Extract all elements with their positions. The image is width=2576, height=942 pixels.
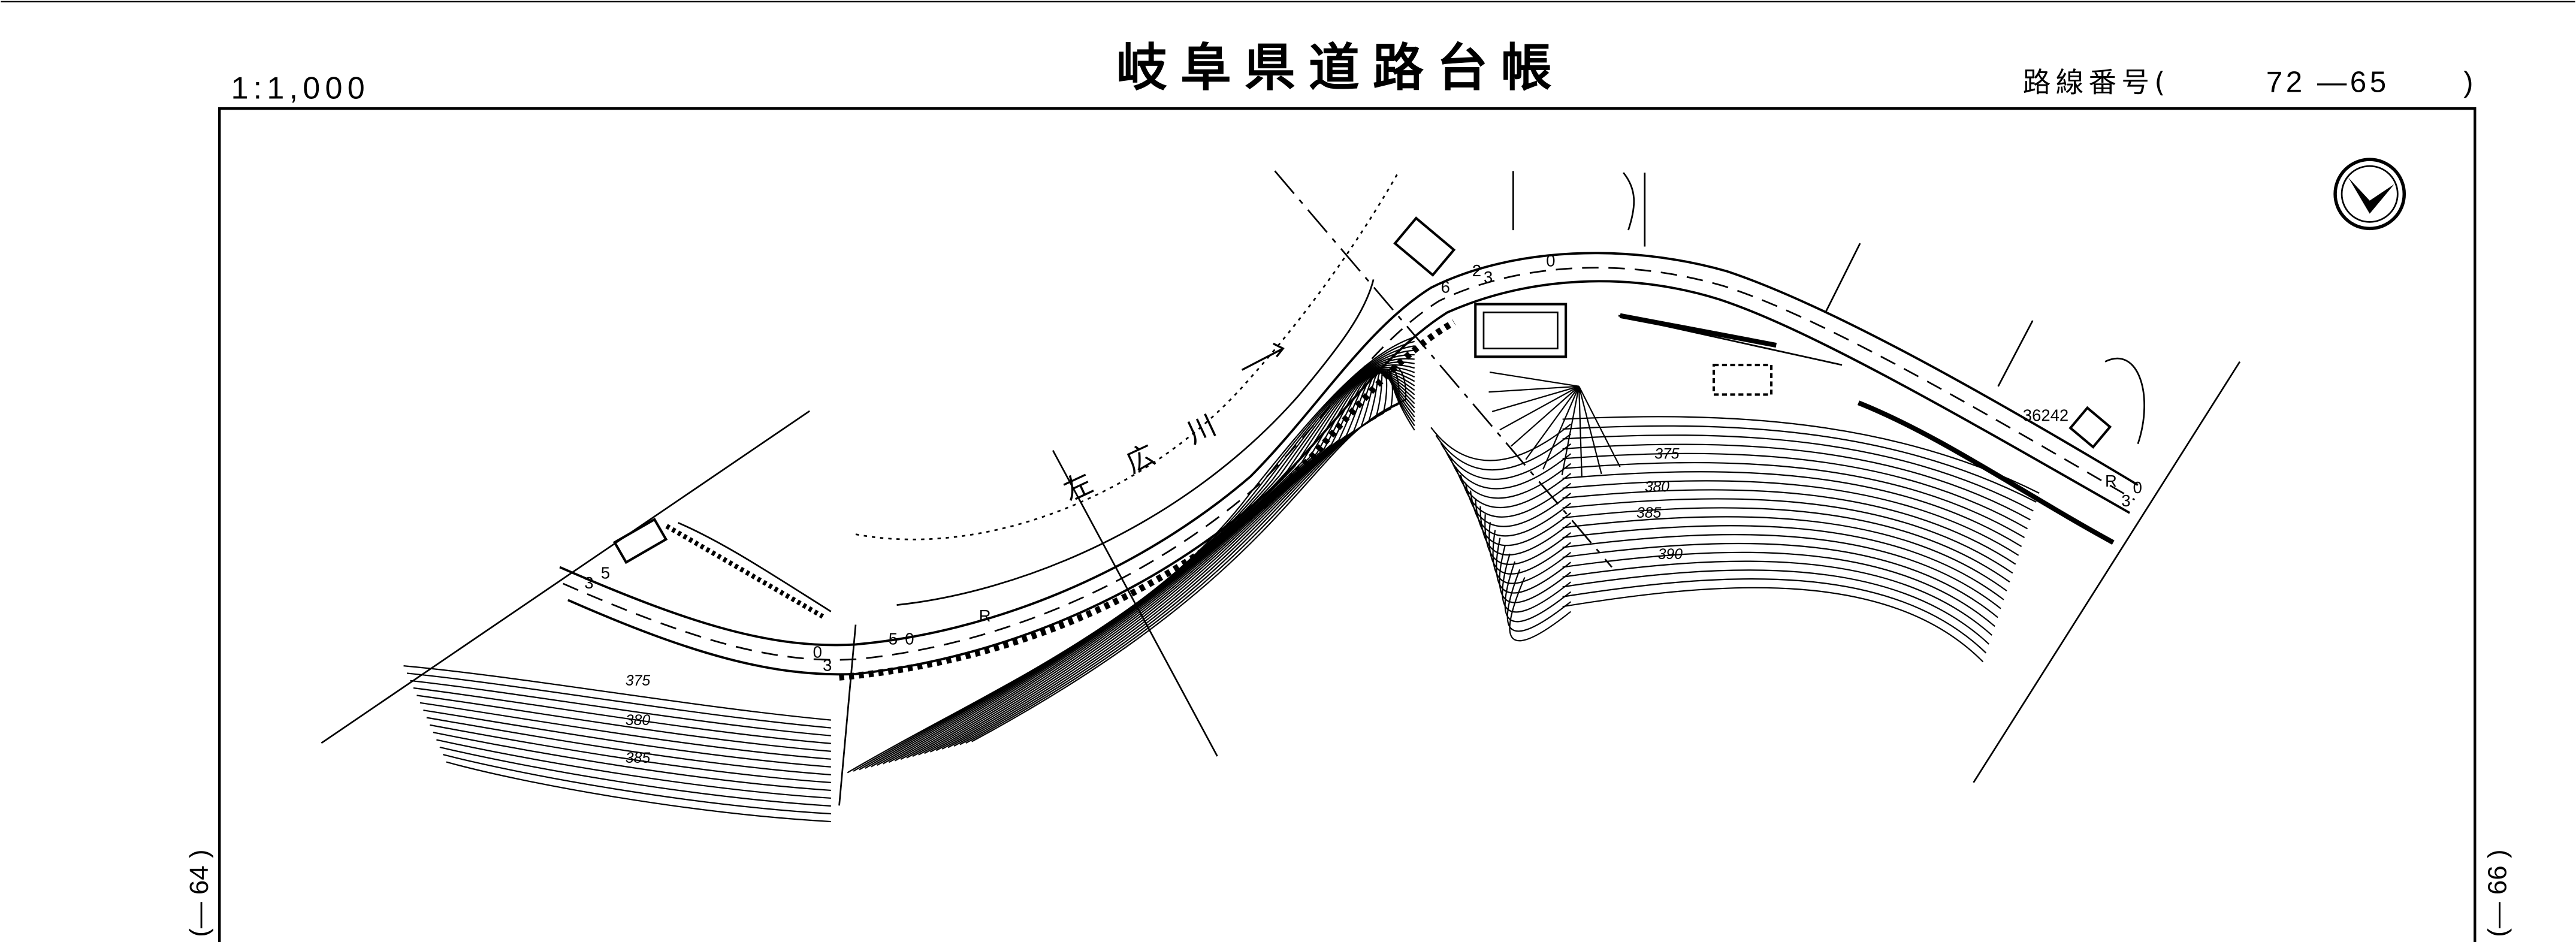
contour-label: 375 — [626, 673, 650, 689]
slope-hachure — [1578, 386, 1621, 467]
contour-line — [1502, 553, 1992, 636]
road-mark: 0 — [813, 642, 822, 661]
contour-line — [971, 366, 1415, 742]
slope-hachure — [1488, 385, 1580, 393]
benchmark-number: 36242 — [2023, 406, 2068, 424]
contour-line — [906, 370, 1415, 759]
contour-line — [419, 702, 831, 760]
contour-line — [853, 340, 1415, 772]
contour-line — [443, 754, 831, 815]
road-mark: R — [2105, 472, 2117, 490]
contour-line — [439, 746, 831, 807]
contour-line — [430, 724, 831, 783]
contour-label: 385 — [1636, 505, 1661, 521]
contour-line — [433, 732, 831, 792]
contour-line — [859, 345, 1415, 771]
map-frame — [218, 107, 2477, 942]
contour-line — [1499, 545, 1995, 627]
contour-line — [953, 370, 1415, 747]
section-boundaries — [321, 170, 2241, 806]
contour-line — [959, 369, 1415, 745]
contour-line — [947, 370, 1415, 748]
contour-line — [865, 349, 1415, 769]
slope-hachure — [1542, 386, 1580, 470]
contour-line — [900, 369, 1415, 760]
slope-hachure — [1525, 386, 1580, 460]
contour-line — [416, 695, 831, 752]
slope-fan — [1488, 372, 1621, 477]
slope-hachure — [1561, 386, 1580, 476]
contour-line — [941, 372, 1415, 750]
contour-label: 380 — [626, 712, 650, 729]
road-mark: 5 — [889, 629, 898, 648]
contour-line — [888, 364, 1415, 763]
contour-line — [1488, 522, 2004, 600]
route-number-label: 路線番号( — [2023, 67, 2170, 99]
slope-hachure — [1511, 385, 1580, 447]
adjacent-sheet-right: (— 66 ) — [2483, 849, 2512, 937]
road-mark: 3 — [584, 573, 593, 592]
contour-line — [1475, 498, 2013, 574]
contour-line — [1504, 561, 1990, 645]
contour-line — [1506, 569, 1987, 654]
road-mark: 6 — [1441, 277, 1450, 296]
road-mark: 5 — [601, 564, 610, 582]
road-mark: 0 — [1546, 251, 1555, 270]
adjacent-sheet-left: (— 64 ) — [185, 849, 214, 937]
slope-hachure — [1491, 385, 1580, 412]
contour-line — [1479, 506, 2010, 583]
river-label-2: 広 — [1121, 438, 1160, 479]
river-hirohiro: 左 広 川 — [665, 172, 1399, 619]
page-title: 岐阜県道路台帳 — [1116, 39, 1565, 98]
contour-line — [413, 687, 831, 744]
contour-line — [877, 358, 1415, 766]
scale-label: 1:1,000 — [231, 71, 369, 106]
road-mark: 0 — [905, 629, 914, 648]
contour-line — [446, 761, 831, 823]
river-label-3: 川 — [1182, 409, 1221, 450]
contour-labels: 375 380 385 375 380 385 390 — [626, 446, 1683, 766]
prefectural-road — [559, 252, 2139, 681]
contour-line — [882, 361, 1415, 765]
contour-line — [1440, 434, 2034, 512]
contour-line — [1435, 425, 2037, 503]
contour-line — [423, 709, 831, 768]
slope-hachure — [1578, 386, 1583, 477]
slope-hachure — [1489, 372, 1580, 387]
route-number-value: 72 —65 — [2266, 66, 2390, 99]
contour-line — [871, 354, 1415, 768]
contour-line — [1492, 530, 2001, 609]
road-mark: 3 — [2121, 491, 2130, 510]
contour-line — [894, 366, 1415, 762]
slope-hachure — [1499, 385, 1580, 431]
contour-line — [406, 672, 831, 729]
contour-line — [1484, 514, 2007, 591]
contour-line — [1450, 452, 2028, 530]
road-mark: 3 — [823, 656, 832, 674]
contour-line — [847, 336, 1415, 774]
contour-line — [426, 717, 831, 775]
contour-lines — [403, 336, 2040, 823]
contour-label: 380 — [1645, 479, 1669, 495]
contour-line — [965, 367, 1415, 744]
slope-hachure — [1578, 386, 1602, 475]
contour-line — [410, 680, 831, 736]
road-mark: 0 — [2133, 478, 2142, 497]
road-mark: 2 — [1472, 261, 1481, 280]
road-mark: R — [979, 606, 991, 625]
contour-line — [403, 665, 831, 721]
contour-label: 385 — [626, 750, 650, 766]
contour-line — [436, 739, 831, 799]
contour-line — [1509, 577, 1984, 663]
contour-label: 390 — [1658, 547, 1683, 563]
contour-line — [1460, 471, 2022, 547]
contour-label: 375 — [1654, 446, 1679, 462]
road-mark: 3 — [1484, 268, 1493, 286]
route-number-close: ) — [2463, 66, 2473, 99]
contour-line — [935, 372, 1415, 751]
structures — [612, 171, 2145, 564]
north-arrow-icon — [2333, 158, 2406, 231]
contour-line — [1445, 443, 2031, 521]
road-marks: 3 5 0 3 5 0 6 2 3 0 3 0 R R — [584, 251, 2142, 674]
